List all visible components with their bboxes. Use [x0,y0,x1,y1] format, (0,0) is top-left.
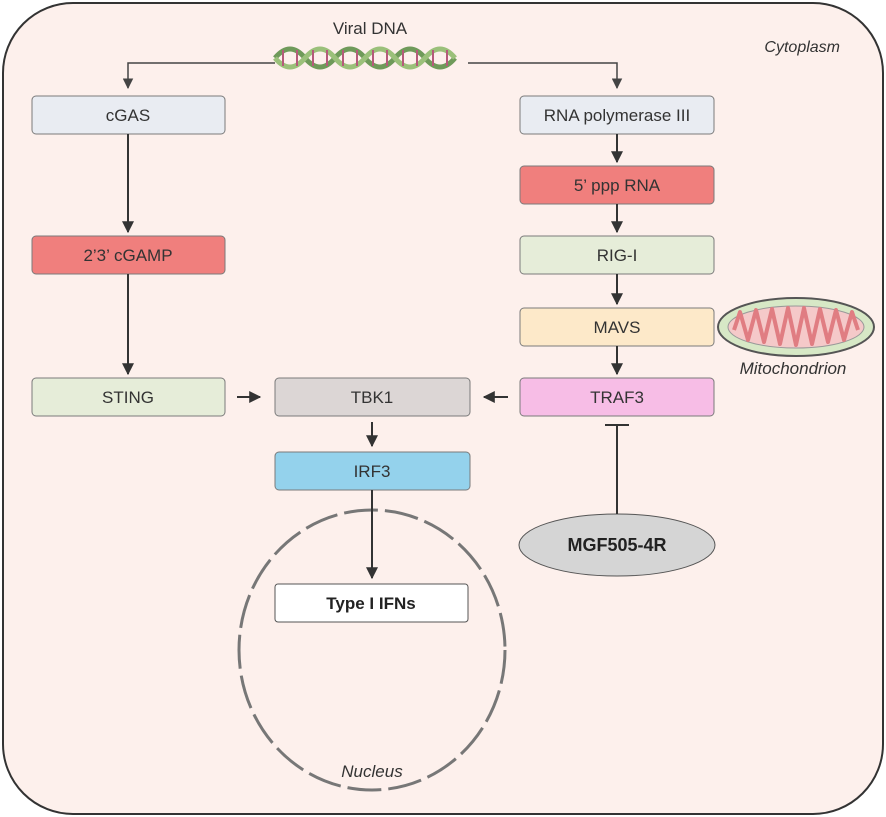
sting-label: STING [102,388,154,407]
mitochondrion-label: Mitochondrion [740,359,847,378]
traf3-label: TRAF3 [590,388,644,407]
type1-ifns-label: Type I IFNs [326,594,415,613]
irf3-label: IRF3 [354,462,391,481]
dna-helix-icon [273,46,457,70]
tbk1-label: TBK1 [351,388,394,407]
rna-pol3-label: RNA polymerase III [544,106,690,125]
edge-dna-to-cgas [122,62,275,90]
viral-dna-label: Viral DNA [333,19,408,38]
sting-node [31,377,226,417]
cytoplasm-label: Cytoplasm [764,39,840,56]
rig-i-label: RIG-I [597,246,638,265]
ppp-rna-label: 5’ ppp RNA [574,176,661,195]
edge-dna-to-rna-pol3 [468,62,623,90]
cgamp-label: 2’3’ cGAMP [83,246,172,265]
traf3-node [519,377,715,417]
cgas-label: cGAS [106,106,150,125]
tbk1-node [274,377,471,417]
mgf505-label: MGF505-4R [567,535,666,555]
mavs-label: MAVS [594,318,641,337]
mitochondrion-icon [717,297,875,357]
type1-ifns-node [274,583,469,623]
nucleus-label: Nucleus [341,762,403,781]
